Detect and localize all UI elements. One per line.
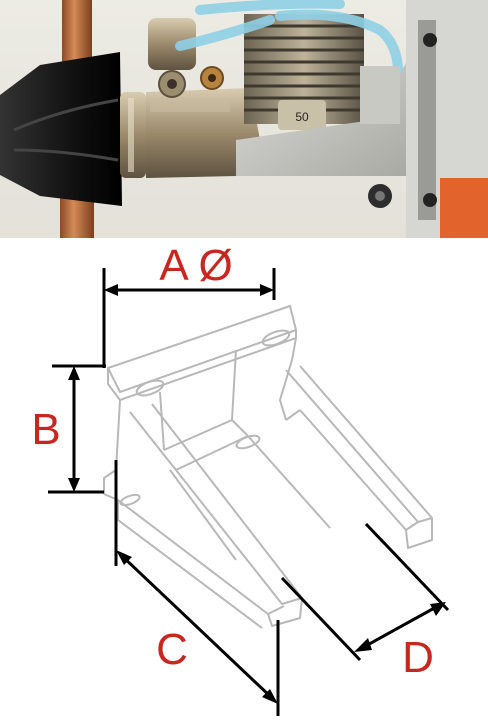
firewall	[406, 0, 488, 238]
cylinder-fins: 50	[244, 14, 364, 130]
engine-crankcase	[146, 88, 262, 178]
mount-diagram-svg: A Ø B C D	[31, 241, 450, 716]
engine-photo-illustration: 50	[0, 0, 488, 238]
spinner	[0, 52, 122, 206]
motor-mount-photo	[236, 60, 408, 208]
fuel-tubing	[175, 0, 404, 85]
dimension-c	[114, 460, 280, 716]
dimension-d-label: D	[402, 633, 434, 682]
dimension-a	[102, 268, 276, 368]
carburetor	[148, 18, 224, 98]
dimension-d	[280, 522, 450, 662]
mount-outline	[103, 305, 433, 629]
engine-photo: 50	[0, 0, 488, 238]
dimension-c-label: C	[156, 625, 188, 674]
mount-diagram: A Ø B C D	[0, 238, 488, 720]
drive-hub	[120, 92, 146, 178]
dimension-b	[48, 364, 106, 494]
dimension-a-label: A Ø	[159, 241, 232, 290]
svg-text:50: 50	[295, 110, 309, 124]
dimension-b-label: B	[31, 405, 60, 454]
